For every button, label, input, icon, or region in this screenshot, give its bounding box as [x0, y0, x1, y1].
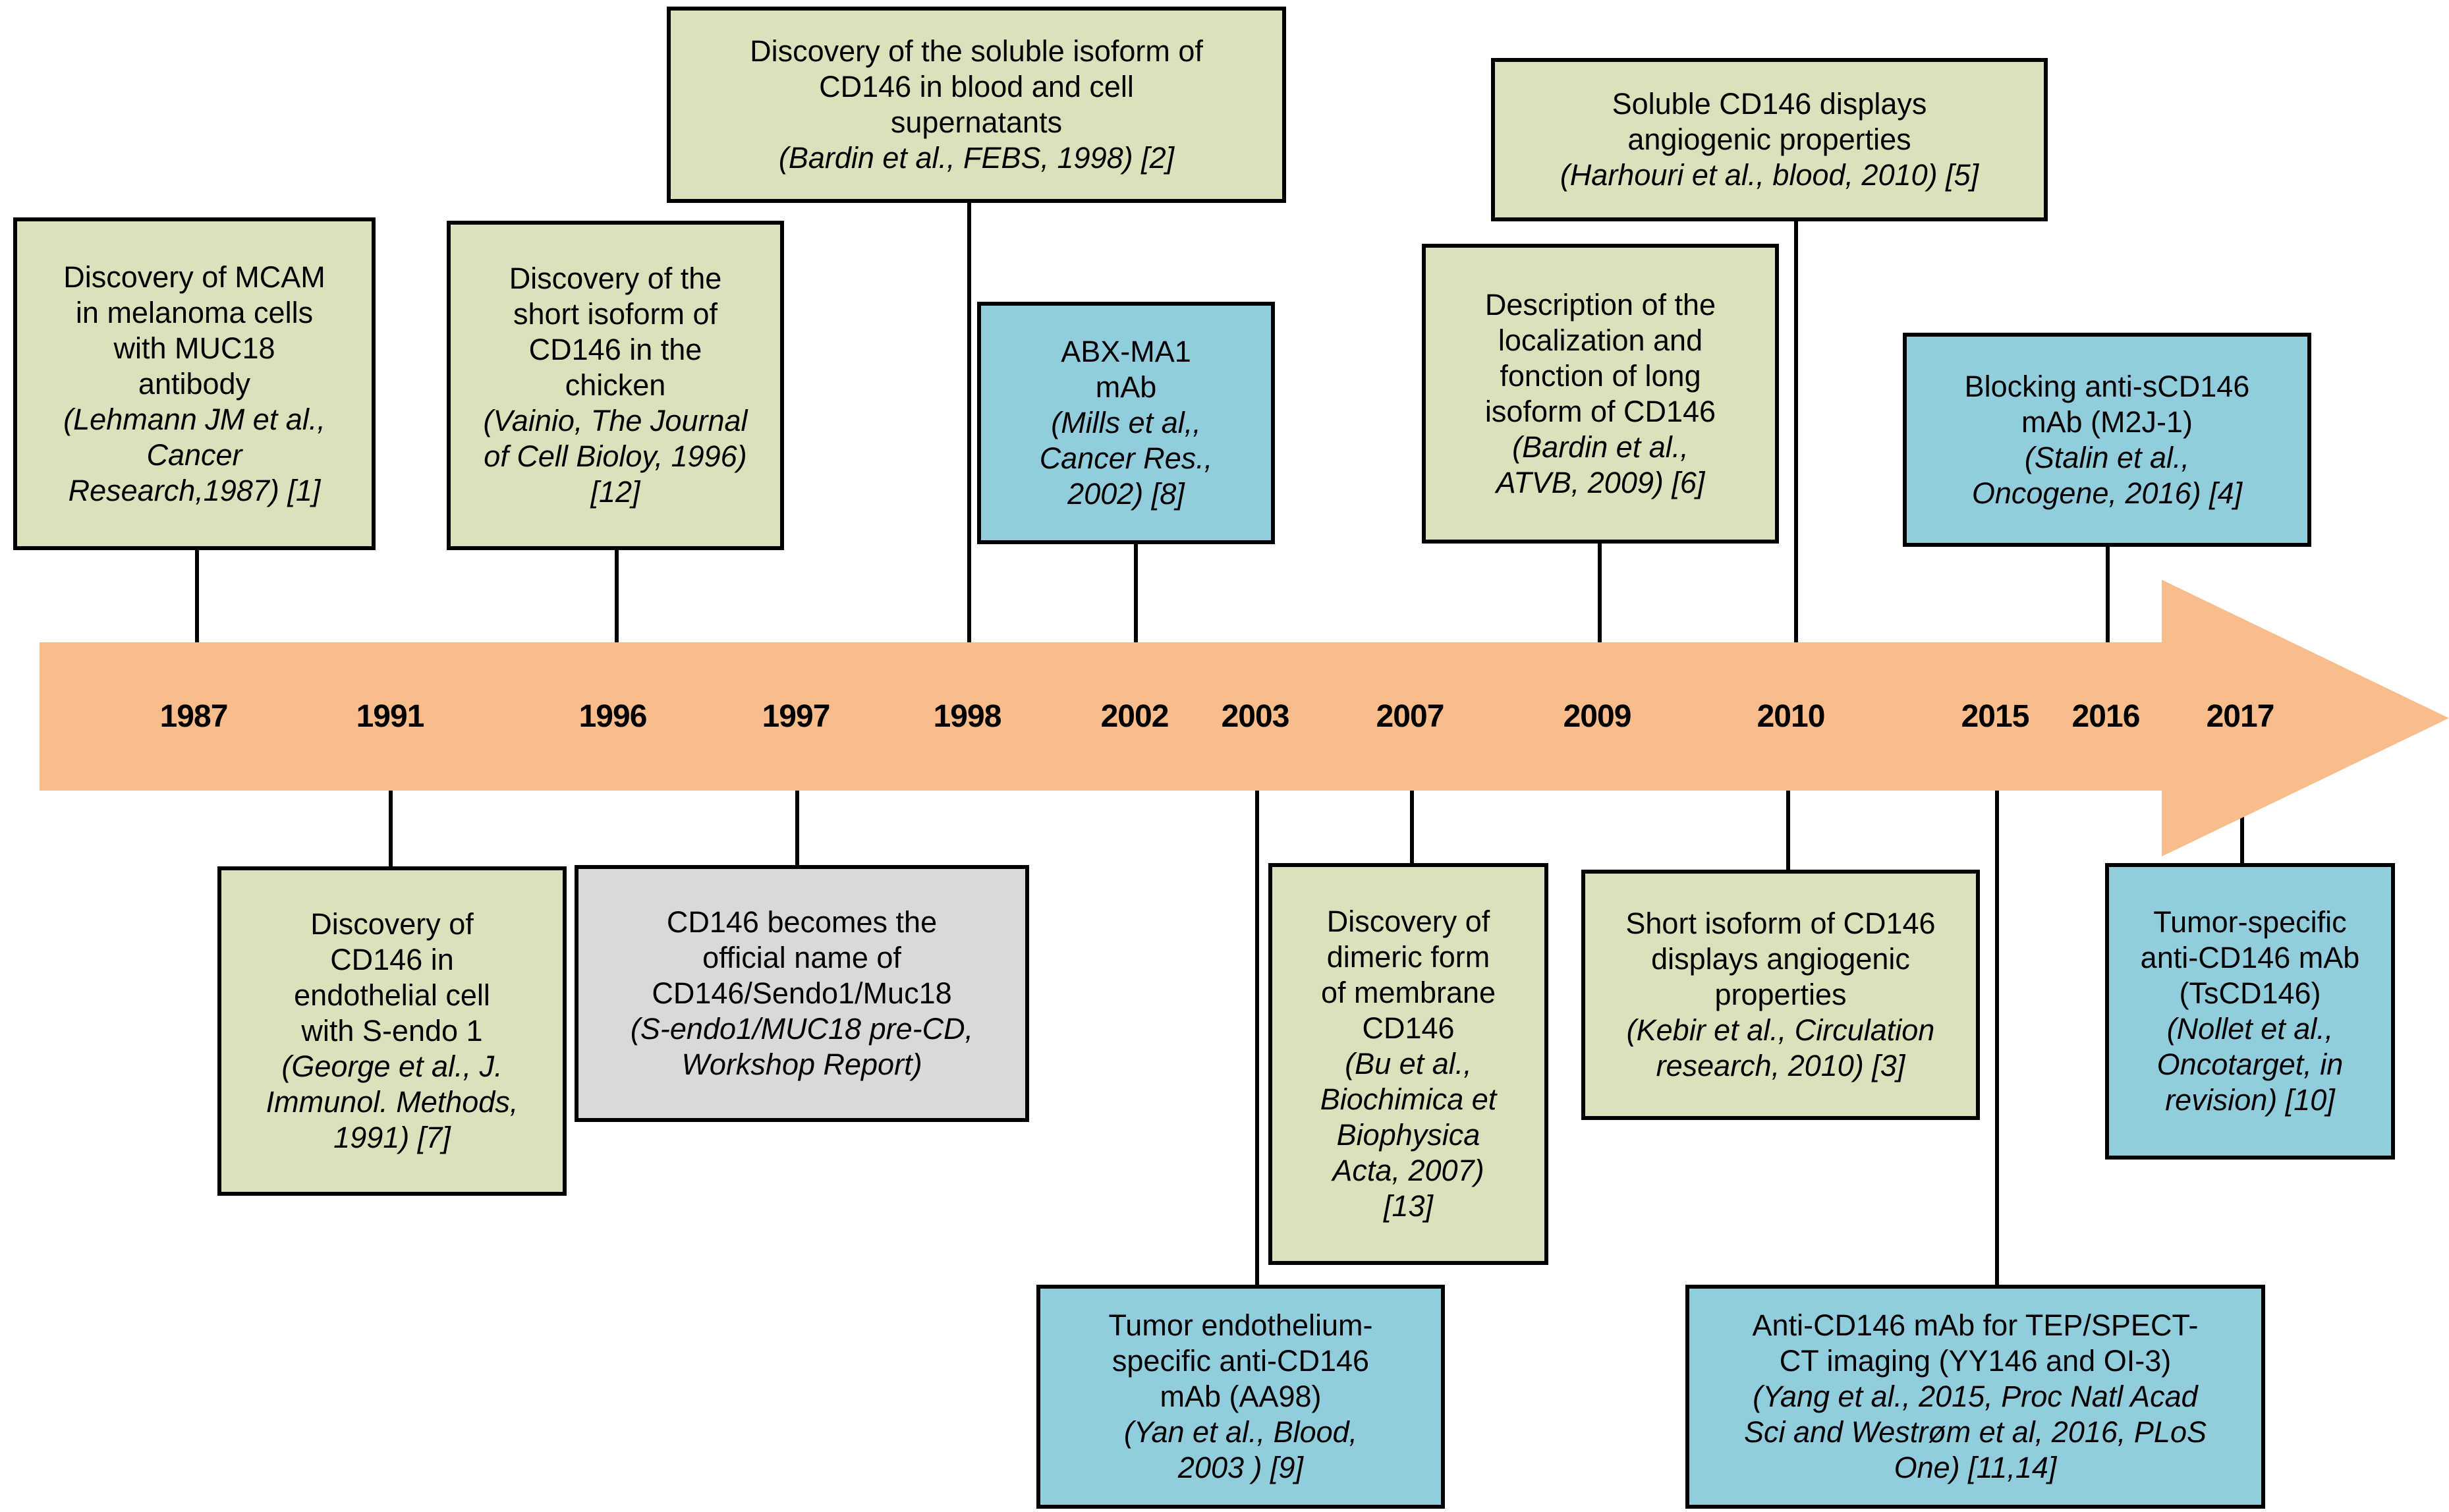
year-label-2007: 2007 [1376, 699, 1445, 734]
connector-2015 [1995, 787, 1999, 1288]
connector-2016 [2106, 547, 2110, 646]
event-citation: (Bardin et al.,ATVB, 2009) [6] [1496, 430, 1705, 499]
connector-1987 [195, 547, 199, 646]
connector-2010-top [1794, 217, 1798, 646]
connector-1997 [795, 787, 799, 886]
year-label-1991: 1991 [356, 699, 425, 734]
year-label-1998: 1998 [933, 699, 1002, 734]
year-label-2003: 2003 [1221, 699, 1290, 734]
year-label-2016: 2016 [2071, 699, 2141, 734]
event-citation: (Yan et al., Blood,2003 ) [9] [1123, 1415, 1358, 1484]
year-label-1997: 1997 [762, 699, 831, 734]
event-citation: (George et al., J.Immunol. Methods,1991)… [266, 1050, 519, 1154]
connector-1996 [615, 547, 619, 646]
year-label-1996: 1996 [578, 699, 648, 734]
connector-2007 [1410, 787, 1414, 883]
event-title: Anti-CD146 mAb for TEP/SPECT-CT imaging … [1752, 1308, 2199, 1378]
year-label-2009: 2009 [1563, 699, 1632, 734]
event-citation: (Stalin et al.,Oncogene, 2016) [4] [1971, 440, 2243, 510]
connector-2002 [1134, 540, 1138, 646]
connector-2003 [1255, 787, 1259, 1288]
year-label-2017: 2017 [2206, 699, 2275, 734]
year-label-2002: 2002 [1100, 699, 1169, 734]
connector-2009 [1598, 540, 1602, 646]
connector-2017 [2240, 787, 2244, 880]
year-label-1987: 1987 [159, 699, 229, 734]
year-label-2010: 2010 [1757, 699, 1826, 734]
connector-1991 [389, 787, 393, 886]
event-box-imaging-2015[interactable]: Anti-CD146 mAb for TEP/SPECT-CT imaging … [1685, 1285, 2265, 1509]
connector-2010-bottom [1786, 787, 1790, 883]
connector-1998 [967, 201, 971, 646]
event-citation: (Bardin et al., FEBS, 1998) [2] [778, 141, 1175, 175]
year-label-2015: 2015 [1961, 699, 2030, 734]
event-citation: (Harhouri et al., blood, 2010) [5] [1560, 158, 1979, 192]
event-citation: (Mills et al,,Cancer Res.,2002) [8] [1039, 406, 1213, 511]
event-citation: (S-endo1/MUC18 pre-CD,Workshop Report) [630, 1012, 974, 1081]
timeline-arrow [40, 580, 2449, 856]
